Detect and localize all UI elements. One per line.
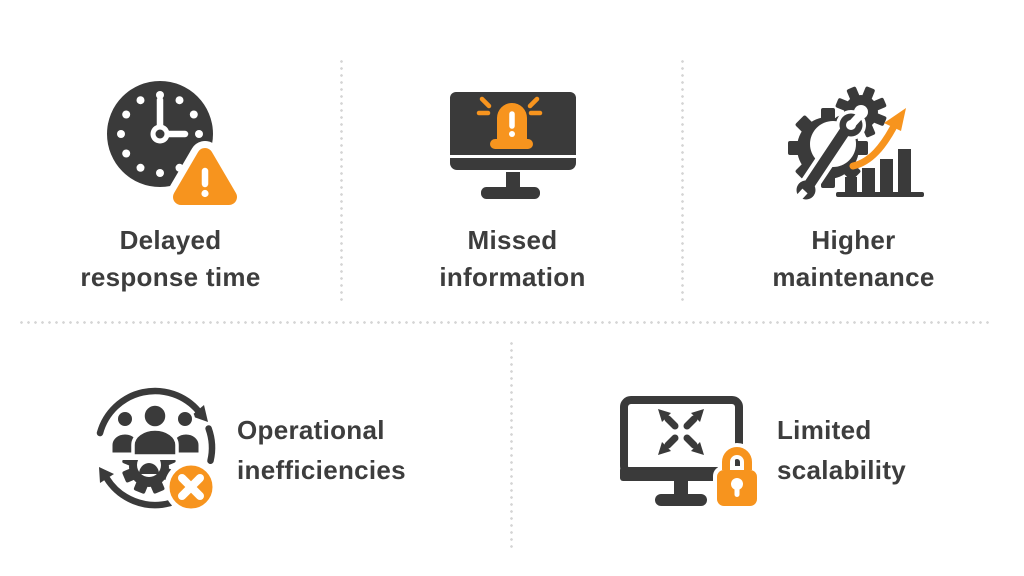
item-missed-information bbox=[448, 90, 578, 207]
item-operational-inefficiencies bbox=[88, 378, 233, 528]
item-label-limited-scalability: Limited scalability bbox=[777, 410, 906, 490]
label-line: Limited bbox=[777, 415, 872, 445]
label-line: response time bbox=[80, 262, 261, 292]
team-gear-cycle-error-icon bbox=[96, 387, 218, 514]
divider-horizontal bbox=[18, 321, 990, 324]
monitor-expand-lock-icon bbox=[620, 396, 761, 509]
divider-vertical-top-2 bbox=[681, 58, 684, 305]
divider-vertical-bottom bbox=[510, 340, 513, 552]
clock-warning-icon bbox=[107, 81, 244, 212]
label-line: scalability bbox=[777, 455, 907, 485]
item-label-delayed-response-time: Delayed response time bbox=[0, 222, 341, 296]
item-delayed-response-time bbox=[96, 72, 244, 217]
item-label-operational-inefficiencies: Operational inefficiencies bbox=[237, 410, 406, 490]
item-higher-maintenance bbox=[783, 84, 928, 209]
label-line: Delayed bbox=[119, 225, 222, 255]
label-line: inefficiencies bbox=[237, 455, 406, 485]
item-label-missed-information: Missed information bbox=[342, 222, 683, 296]
label-line: maintenance bbox=[772, 262, 935, 292]
label-line: Higher bbox=[811, 225, 896, 255]
label-line: information bbox=[439, 262, 586, 292]
item-limited-scalability bbox=[608, 390, 773, 517]
item-label-higher-maintenance: Higher maintenance bbox=[683, 222, 1024, 296]
gear-wrench-growth-icon bbox=[788, 86, 924, 206]
label-line: Operational bbox=[237, 415, 385, 445]
divider-vertical-top-1 bbox=[340, 58, 343, 305]
label-line: Missed bbox=[467, 225, 558, 255]
monitor-alert-icon bbox=[450, 92, 576, 199]
